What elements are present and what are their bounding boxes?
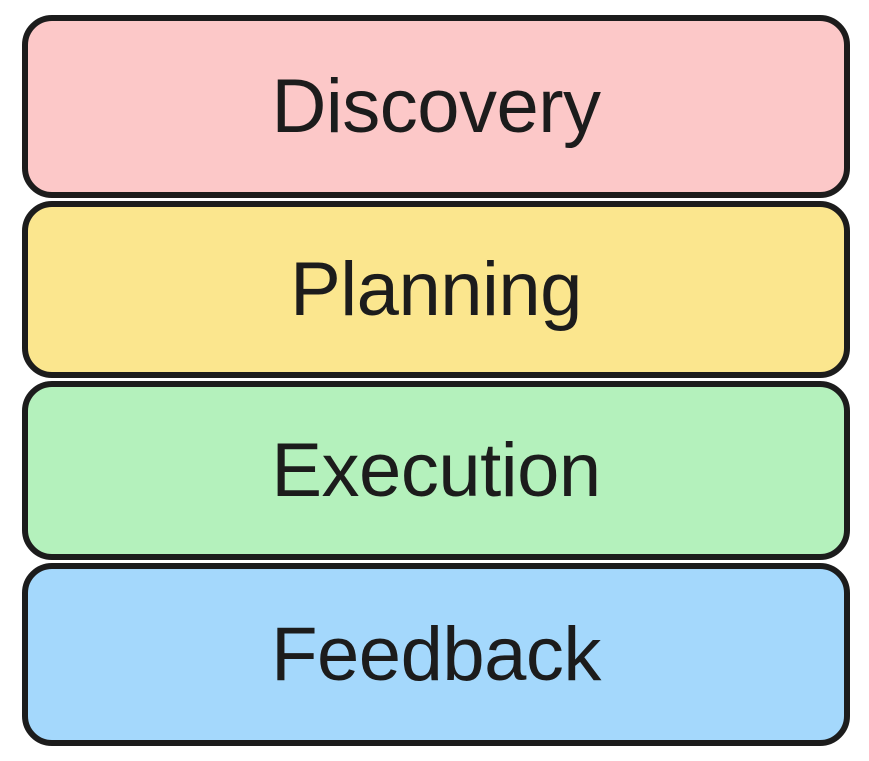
stage-label-feedback: Feedback bbox=[271, 611, 601, 697]
stage-label-discovery: Discovery bbox=[271, 63, 601, 149]
stage-box-planning[interactable]: Planning bbox=[22, 201, 850, 378]
stage-box-discovery[interactable]: Discovery bbox=[22, 15, 850, 198]
stage-label-planning: Planning bbox=[290, 246, 582, 332]
stage-label-execution: Execution bbox=[271, 427, 601, 513]
stage-box-feedback[interactable]: Feedback bbox=[22, 563, 850, 746]
stage-box-execution[interactable]: Execution bbox=[22, 381, 850, 560]
